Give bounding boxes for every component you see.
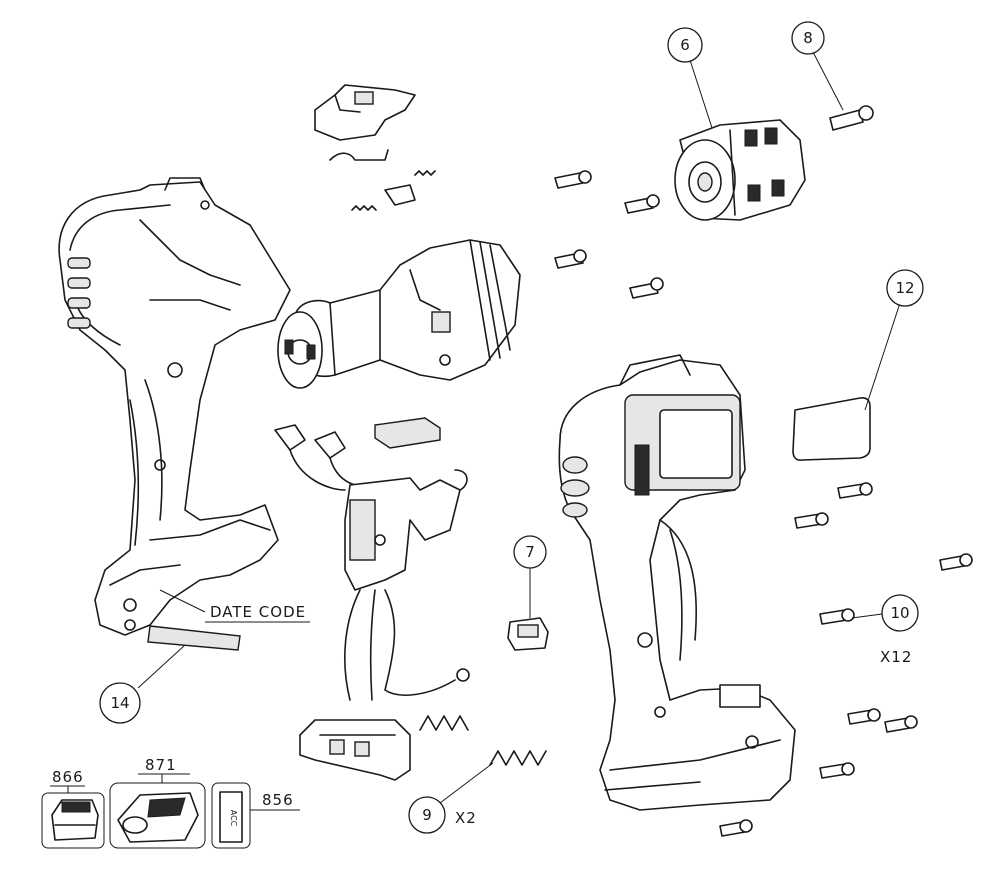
charger-accessory: [109, 782, 206, 849]
screw: [554, 170, 592, 189]
screw: [719, 819, 753, 837]
label-plate: [147, 625, 241, 651]
badge-label: [792, 397, 871, 461]
date-code-label: DATE CODE: [210, 603, 306, 621]
small-springs: [351, 170, 436, 211]
left-housing-half: [58, 177, 291, 636]
trigger-switch-assembly: [274, 424, 470, 701]
spring-clip: [329, 149, 389, 161]
chuck: [674, 119, 806, 221]
callout-14: 14: [110, 694, 129, 712]
screw: [624, 194, 660, 214]
contact-bar: [374, 417, 441, 449]
callout-10: 10: [890, 604, 909, 622]
callout-12: 12: [895, 279, 914, 297]
accessory-box: ACC: [211, 782, 251, 849]
screw: [837, 482, 873, 499]
screw: [794, 512, 829, 529]
screw: [819, 608, 855, 625]
screw: [939, 553, 973, 571]
screw: [884, 715, 918, 733]
battery-pack-accessory: [41, 792, 105, 849]
acc-box-text: ACC: [229, 810, 238, 827]
chuck-screw: [829, 105, 874, 131]
callout-6: 6: [680, 36, 690, 54]
motor-gearbox: [277, 239, 521, 389]
qty-10-label: X12: [880, 648, 912, 666]
callout-8: 8: [803, 29, 813, 47]
direction-switch: [314, 84, 416, 141]
screw: [847, 708, 881, 725]
right-housing-half: [558, 354, 796, 811]
battery-terminal-block: [299, 719, 411, 781]
screw: [819, 762, 855, 779]
switch-clip: [507, 617, 549, 651]
coil-spring: [419, 715, 547, 766]
acc-866-label: 866: [52, 768, 84, 786]
screw: [629, 277, 664, 299]
screw: [554, 249, 587, 269]
qty-9-label: X2: [455, 809, 477, 827]
acc-856-label: 856: [262, 791, 294, 809]
callout-9: 9: [422, 806, 432, 824]
callout-7: 7: [525, 543, 535, 561]
acc-871-label: 871: [145, 756, 177, 774]
